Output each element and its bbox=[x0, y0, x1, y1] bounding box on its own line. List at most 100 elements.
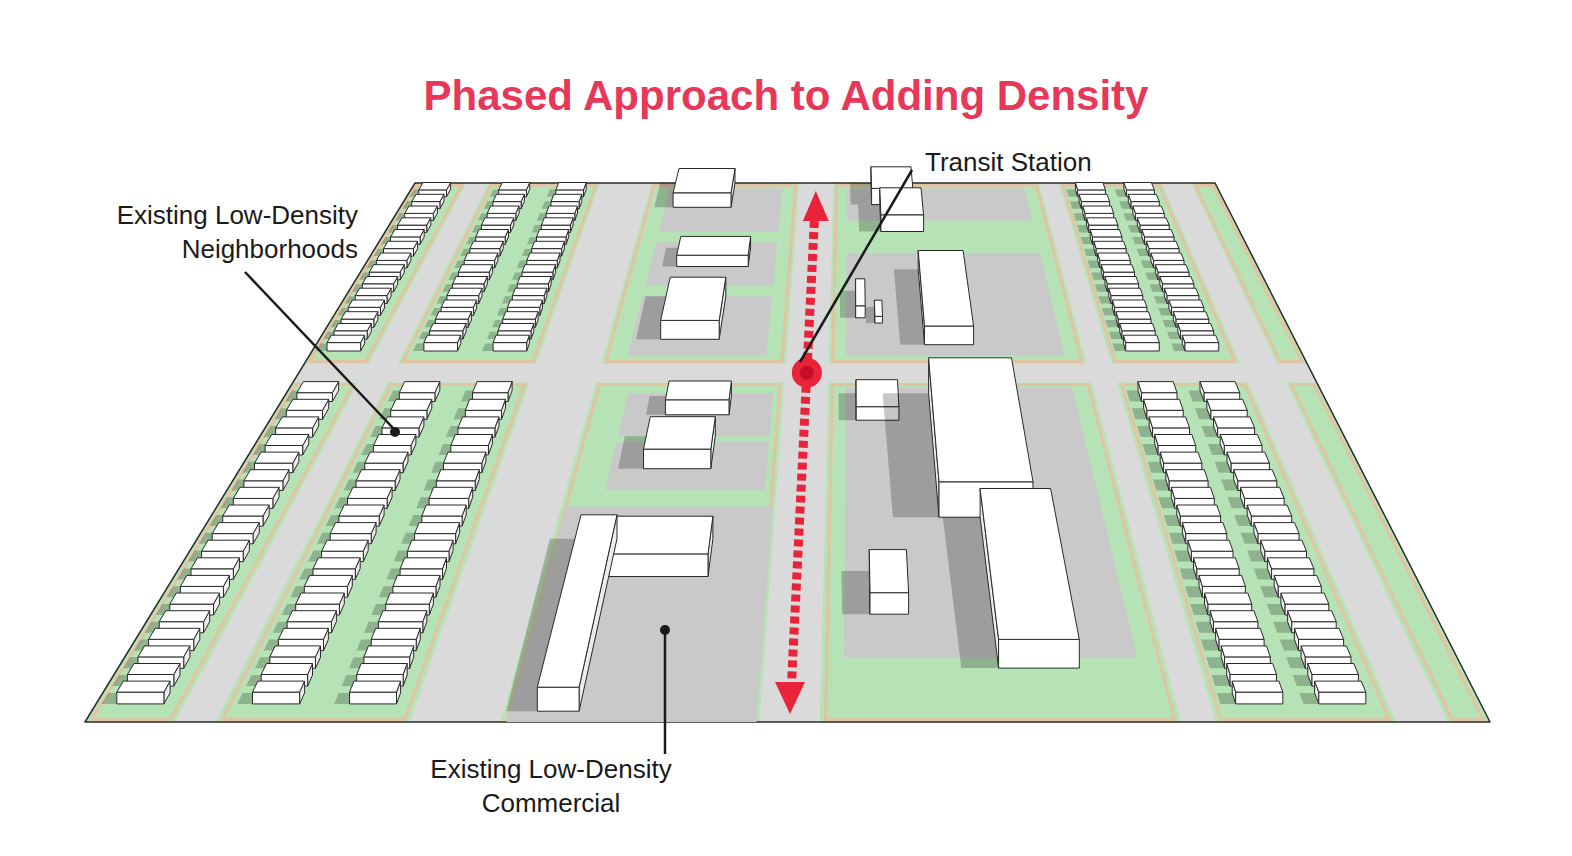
house bbox=[1160, 277, 1194, 284]
house bbox=[508, 300, 543, 307]
commercial-building bbox=[665, 400, 729, 415]
house bbox=[1120, 324, 1156, 331]
house bbox=[1221, 646, 1270, 657]
house bbox=[1144, 399, 1184, 410]
house bbox=[1155, 435, 1196, 446]
house bbox=[202, 540, 250, 551]
house bbox=[265, 435, 309, 446]
house bbox=[1155, 265, 1189, 272]
house bbox=[1101, 265, 1134, 272]
house bbox=[1274, 575, 1321, 586]
house bbox=[473, 382, 513, 393]
shadow bbox=[482, 344, 529, 351]
title: Phased Approach to Adding Density bbox=[0, 70, 1572, 122]
house bbox=[499, 183, 530, 190]
house bbox=[1098, 253, 1131, 260]
house bbox=[517, 277, 551, 284]
house bbox=[422, 505, 466, 516]
house bbox=[447, 288, 482, 295]
commercial-building bbox=[673, 193, 731, 208]
house bbox=[244, 470, 289, 481]
commercial-building bbox=[537, 687, 579, 711]
house bbox=[180, 575, 229, 586]
house bbox=[270, 646, 321, 657]
house bbox=[1116, 312, 1151, 319]
house bbox=[398, 218, 431, 225]
house bbox=[424, 343, 458, 351]
house bbox=[537, 230, 569, 237]
house bbox=[1123, 335, 1159, 342]
house bbox=[350, 681, 401, 692]
house bbox=[253, 692, 300, 704]
commercial-building bbox=[870, 593, 909, 615]
parking-lot bbox=[507, 506, 773, 722]
house bbox=[527, 253, 560, 260]
house bbox=[1308, 664, 1359, 675]
commercial-building bbox=[609, 554, 708, 577]
leader-line bbox=[245, 272, 393, 428]
house bbox=[546, 206, 577, 213]
commercial-building bbox=[644, 449, 711, 469]
house bbox=[1199, 575, 1245, 586]
house bbox=[348, 300, 384, 307]
house bbox=[391, 399, 432, 410]
house bbox=[1236, 692, 1283, 704]
house bbox=[191, 558, 239, 569]
house bbox=[444, 452, 486, 463]
commercial-building bbox=[999, 639, 1080, 668]
house bbox=[341, 312, 378, 319]
house bbox=[453, 277, 488, 284]
shadow bbox=[866, 307, 875, 323]
house bbox=[1142, 230, 1174, 237]
house bbox=[1220, 435, 1262, 446]
house bbox=[1232, 681, 1283, 692]
house bbox=[356, 470, 400, 481]
house bbox=[1207, 399, 1247, 410]
house bbox=[138, 646, 190, 657]
sidewalk bbox=[606, 185, 796, 361]
house bbox=[1090, 230, 1122, 237]
house bbox=[458, 417, 499, 428]
house bbox=[233, 487, 279, 498]
house bbox=[1241, 487, 1285, 498]
house bbox=[348, 487, 393, 498]
house bbox=[522, 265, 556, 272]
commercial-building bbox=[925, 326, 974, 345]
house bbox=[1094, 241, 1126, 248]
shadow bbox=[839, 393, 857, 420]
house bbox=[386, 593, 434, 604]
house bbox=[1171, 487, 1214, 498]
house bbox=[458, 265, 492, 272]
house bbox=[287, 611, 336, 622]
parking-lot bbox=[659, 188, 783, 231]
house bbox=[327, 343, 361, 351]
commercial-building bbox=[677, 255, 749, 266]
commercial-building bbox=[874, 300, 882, 316]
house bbox=[212, 523, 259, 534]
house bbox=[1126, 343, 1160, 351]
house bbox=[465, 399, 505, 410]
house bbox=[297, 382, 339, 393]
commercial-building bbox=[880, 188, 924, 215]
house bbox=[286, 399, 328, 410]
house bbox=[330, 523, 376, 534]
house bbox=[481, 218, 513, 225]
sidewalk bbox=[1122, 385, 1390, 720]
shadow bbox=[1171, 344, 1218, 351]
street bbox=[1161, 183, 1447, 722]
house bbox=[436, 470, 479, 481]
house bbox=[159, 611, 210, 622]
house bbox=[493, 194, 525, 201]
shadow bbox=[850, 183, 872, 205]
house bbox=[1294, 628, 1343, 639]
house bbox=[1188, 540, 1233, 551]
house bbox=[149, 628, 200, 639]
shadow bbox=[1299, 693, 1366, 704]
house bbox=[541, 218, 573, 225]
shadow bbox=[1113, 344, 1160, 351]
house bbox=[487, 206, 519, 213]
house bbox=[1169, 300, 1204, 307]
commercial-building bbox=[661, 277, 726, 320]
house bbox=[1214, 417, 1255, 428]
house bbox=[1178, 324, 1214, 331]
